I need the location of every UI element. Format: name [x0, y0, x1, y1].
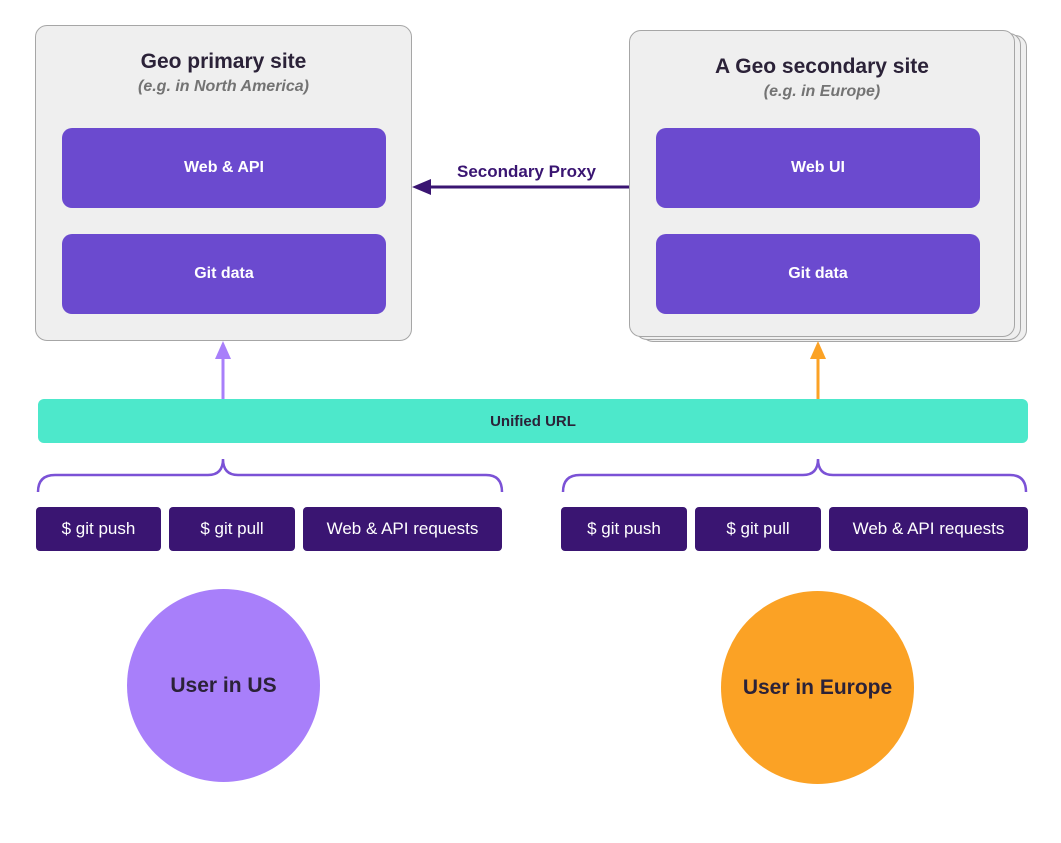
secondary-site-subtitle: (e.g. in Europe) — [763, 83, 881, 100]
secondary-proxy-label: Secondary Proxy — [457, 162, 596, 181]
us-git-push-chip: $ git push — [36, 507, 161, 551]
us-up-arrow — [215, 341, 231, 399]
unified-url-bar: Unified URL — [38, 399, 1028, 443]
primary-site-title: Geo primary site — [140, 50, 307, 73]
us-git-pull-chip: $ git pull — [169, 507, 295, 551]
eu-git-push-chip: $ git push — [561, 507, 687, 551]
us-requests-brace — [36, 458, 504, 493]
secondary-git-data-box: Git data — [656, 234, 980, 314]
eu-web-api-requests-chip: Web & API requests — [829, 507, 1028, 551]
primary-site-subtitle: (e.g. in North America) — [138, 78, 309, 95]
eu-up-arrow — [810, 341, 826, 399]
user-us-circle: User in US — [127, 589, 320, 782]
eu-requests-brace — [561, 458, 1028, 493]
user-europe-circle: User in Europe — [721, 591, 914, 784]
primary-site-box: Geo primary site (e.g. in North America)… — [35, 25, 412, 341]
eu-git-pull-chip: $ git pull — [695, 507, 821, 551]
secondary-proxy-arrow — [412, 179, 629, 195]
primary-web-api-box: Web & API — [62, 128, 386, 208]
secondary-site-title: A Geo secondary site — [715, 55, 929, 78]
secondary-site-box: A Geo secondary site (e.g. in Europe) We… — [629, 30, 1015, 337]
secondary-web-ui-box: Web UI — [656, 128, 980, 208]
primary-git-data-box: Git data — [62, 234, 386, 314]
us-web-api-requests-chip: Web & API requests — [303, 507, 502, 551]
